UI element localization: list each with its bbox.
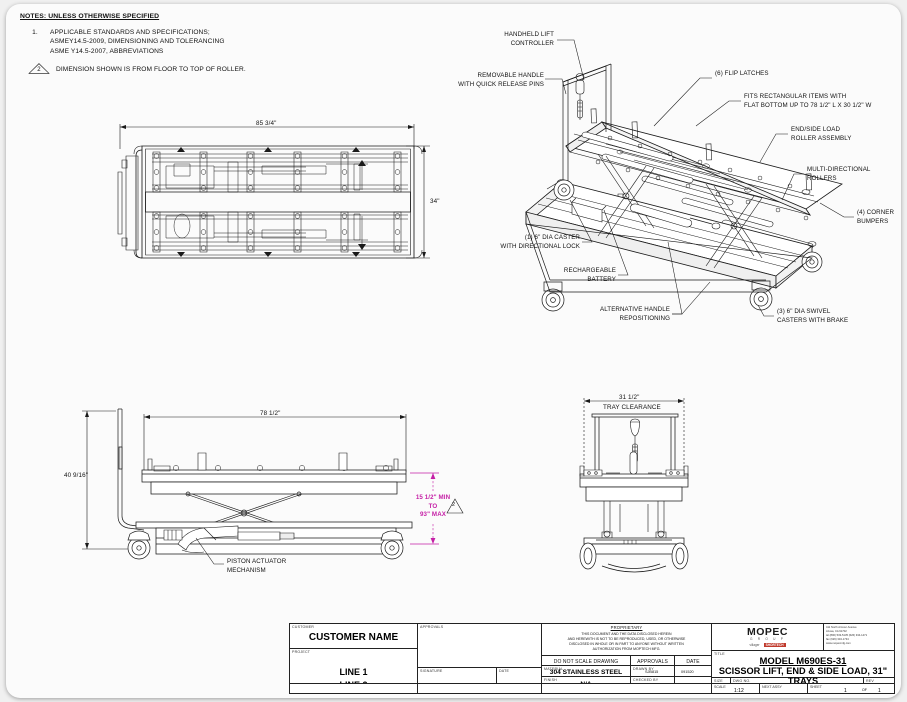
end-dim-clearance-label: TRAY CLEARANCE xyxy=(603,404,661,411)
material-cell[interactable]: MATERIAL 304 STAINLESS STEEL xyxy=(542,665,631,676)
material-row: MATERIAL 304 STAINLESS STEEL DRAWN BY SJ… xyxy=(542,664,711,677)
brand-villager: villager xyxy=(749,642,760,647)
brand-shortech: SHORTECH xyxy=(763,642,786,647)
approvals-label: APPROVALS xyxy=(420,625,444,629)
customer-name-value: CUSTOMER NAME xyxy=(308,632,399,643)
date-col-cell: DATE xyxy=(675,656,711,665)
scale-label: SCALE xyxy=(714,685,726,689)
do-not-scale-label: DO NOT SCALE DRAWING xyxy=(553,658,619,665)
callout-flip-latches: (6) FLIP LATCHES xyxy=(715,70,769,77)
project-line1-value: LINE 1 xyxy=(339,667,368,677)
sheet-total: 1 xyxy=(878,687,881,694)
end-dim-clearance: 31 1/2" xyxy=(619,394,640,401)
proprietary-notice: PROPRIETARY THIS DOCUMENT AND THE DATA D… xyxy=(542,624,711,655)
side-dim-travel: 15 1/2" MIN TO 93" MAX xyxy=(415,494,451,519)
company-name: MOPEC xyxy=(746,626,788,638)
plan-dim-width: 34" xyxy=(430,198,440,205)
callout-removable-handle: REMOVABLE HANDLE WITH QUICK RELEASE PINS xyxy=(458,72,544,88)
next-assy-label: NEXT ASSY xyxy=(762,685,782,689)
approval-date-label: DATE xyxy=(499,669,510,673)
size-label: SIZE xyxy=(714,679,723,683)
company-subtitle: G R O U P xyxy=(749,637,786,641)
drawn-by-date: 091520 xyxy=(681,670,694,674)
do-not-scale-cell: DO NOT SCALE DRAWING xyxy=(542,656,631,665)
proprietary-body: THIS DOCUMENT AND THE DATA DISCLOSED HER… xyxy=(567,631,686,651)
date-col-label: DATE xyxy=(686,658,700,665)
title-block: CUSTOMER CUSTOMER NAME PROJECT LINE 1 LI… xyxy=(289,623,895,694)
callout-swivel-casters: (3) 6" DIA SWIVEL CASTERS WITH BRAKE xyxy=(777,308,849,324)
scale-field: SCALE 1:12 xyxy=(712,684,760,694)
note-item-2: 2 DIMENSION SHOWN IS FROM FLOOR TO TOP O… xyxy=(20,63,246,75)
drawing-sheet: NOTES: UNLESS OTHERWISE SPECIFIED 1. APP… xyxy=(6,4,901,698)
note-item-1: 1. APPLICABLE STANDARDS AND SPECIFICATIO… xyxy=(20,28,246,57)
material-label: MATERIAL xyxy=(544,666,564,671)
signature-field[interactable]: SIGNATURE xyxy=(418,668,497,693)
title-block-footer: SCALE 1:12 NEXT ASSY SHEET 1 OF 1 xyxy=(289,683,895,694)
drawn-by-cell[interactable]: DRAWN BY SJB815 xyxy=(631,665,675,676)
description-value: SCISSOR LIFT, END & SIDE LOAD, 31" TRAYS xyxy=(718,666,888,686)
material-value: 304 STAINLESS STEEL xyxy=(549,669,623,676)
drawn-date-cell[interactable]: 091520 xyxy=(675,666,711,677)
sheet-of-label: OF xyxy=(862,688,867,692)
footer-spacer-customer xyxy=(290,684,418,693)
callout-alternative-handle-repositioning: ALTERNATIVE HANDLE REPOSITIONING xyxy=(600,306,670,322)
titleblock-proprietary-section: PROPRIETARY THIS DOCUMENT AND THE DATA D… xyxy=(542,624,712,694)
callout-dia-caster-directional-lock: (1) 6" DIA CASTER WITH DIRECTIONAL LOCK xyxy=(500,234,580,250)
note-2-flag-number: 2 xyxy=(37,66,41,73)
notes-block: NOTES: UNLESS OTHERWISE SPECIFIED 1. APP… xyxy=(20,12,246,75)
approvals-col-label: APPROVALS xyxy=(637,658,668,665)
drawn-by-label: DRAWN BY xyxy=(633,666,654,671)
approvals-col-cell: APPROVALS xyxy=(631,656,675,665)
callout-rechargeable-battery: RECHARGEABLE BATTERY xyxy=(563,267,616,283)
callout-multi-directional-rollers: MULTI-DIRECTIONAL ROLLERS xyxy=(807,166,871,182)
side-dim-height: 40 9/16" xyxy=(64,472,89,479)
footer-spacer-approvals xyxy=(418,684,542,693)
customer-label: CUSTOMER xyxy=(292,625,315,629)
proprietary-title: PROPRIETARY xyxy=(610,625,643,630)
titleblock-approvals-section: APPROVALS SIGNATURE DATE xyxy=(418,624,542,693)
rev-label: REV xyxy=(866,679,874,683)
checked-by-label: CHECKED BY xyxy=(633,678,659,682)
side-dim-length: 78 1/2" xyxy=(260,410,281,417)
approval-date-field[interactable]: DATE xyxy=(497,668,541,693)
callout-piston-actuator: PISTON ACTUATOR MECHANISM xyxy=(227,558,287,574)
dwg-no-label: DWG NO. xyxy=(733,679,751,683)
finish-label: FINISH xyxy=(544,678,557,682)
note-1-number: 1. xyxy=(32,28,38,36)
sheet-label: SHEET xyxy=(810,685,822,689)
side-travel-flag-number: 2 xyxy=(452,502,456,508)
drawn-by-value: SJB815 xyxy=(645,670,659,674)
company-logo: MOPEC G R O U P villager SHORTECH xyxy=(712,624,823,650)
scale-value: 1:12 xyxy=(734,687,744,694)
approvals-field[interactable]: APPROVALS xyxy=(418,624,541,668)
checked-by-cell[interactable]: CHECKED BY xyxy=(631,677,675,688)
title-label: TITLE xyxy=(714,652,725,656)
titleblock-header-row: DO NOT SCALE DRAWING APPROVALS DATE xyxy=(542,655,711,665)
company-brands: villager SHORTECH xyxy=(712,642,823,647)
plan-dim-length: 85 3/4" xyxy=(256,120,277,127)
company-address: 411 North Armour Avenue Azusa, CA 91702 … xyxy=(823,624,894,650)
triangle-flag-icon: 2 xyxy=(28,63,50,75)
project-label: PROJECT xyxy=(292,650,311,654)
callout-end-side-load-roller-assembly: END/SIDE LOAD ROLLER ASSEMBLY xyxy=(791,126,852,142)
callout-handheld-lift-controller: HANDHELD LIFT CONTROLLER xyxy=(504,31,554,47)
next-assy-field: NEXT ASSY xyxy=(760,684,808,693)
footer-spacer-proprietary xyxy=(542,684,712,693)
customer-field[interactable]: CUSTOMER CUSTOMER NAME xyxy=(290,624,417,649)
callout-fits-rectangular-items: FITS RECTANGULAR ITEMS WITH FLAT BOTTOM … xyxy=(744,93,872,109)
sheet-value: 1 xyxy=(844,687,847,694)
callout-corner-bumpers: (4) CORNER BUMPERS xyxy=(857,209,895,225)
note-1-text: APPLICABLE STANDARDS AND SPECIFICATIONS;… xyxy=(50,28,225,55)
sheet-field: SHEET 1 OF 1 xyxy=(808,684,894,694)
drawing-title-field: TITLE MODEL M690ES-31 SCISSOR LIFT, END … xyxy=(712,651,894,686)
notes-title: NOTES: UNLESS OTHERWISE SPECIFIED xyxy=(20,13,160,20)
model-value: MODEL M690ES-31 xyxy=(759,656,847,667)
signature-label: SIGNATURE xyxy=(420,669,443,673)
note-2-text: DIMENSION SHOWN IS FROM FLOOR TO TOP OF … xyxy=(56,66,246,74)
